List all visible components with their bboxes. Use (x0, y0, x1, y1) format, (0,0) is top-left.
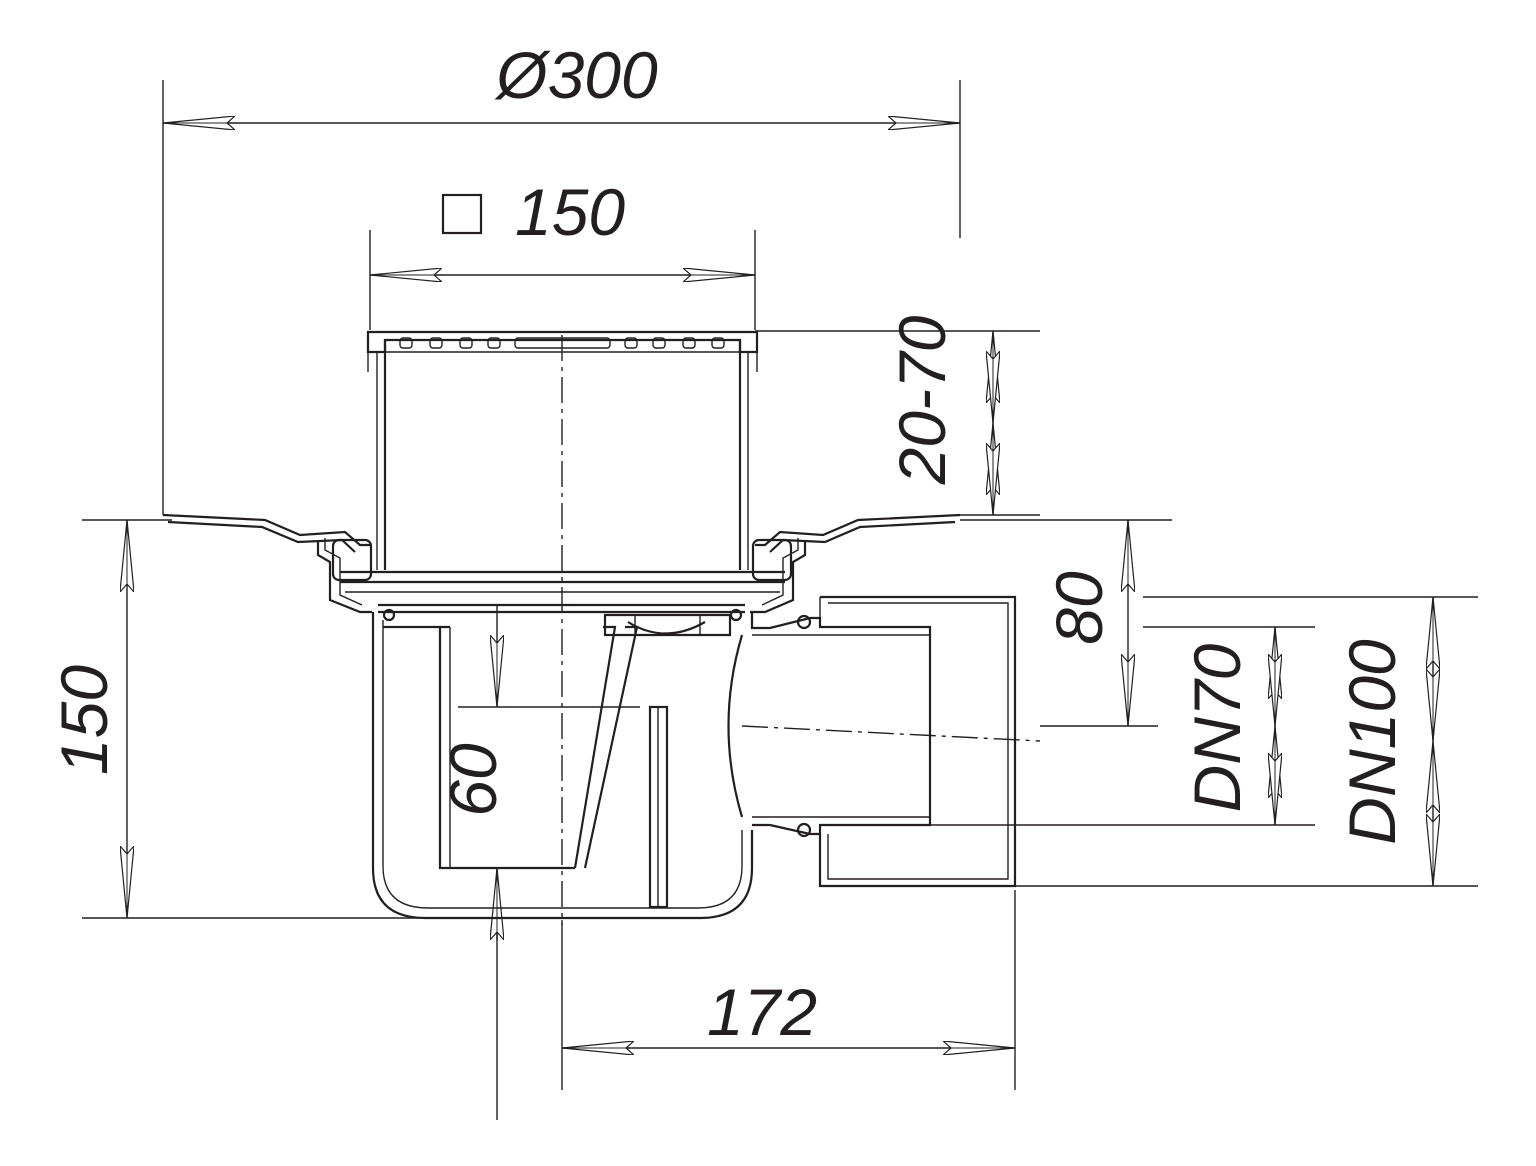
dimension-grate-150: 150 (369, 175, 756, 330)
outlet-pipe (727, 595, 1041, 888)
dimension-label-diameter: Ø300 (494, 38, 658, 112)
dimension-label-outlet-height: 80 (1042, 571, 1116, 645)
drain-body (162, 330, 1041, 925)
dimension-label-grate: 150 (515, 175, 625, 249)
dimension-total-height-150: 150 (47, 519, 420, 919)
dimension-diameter-300: Ø300 (162, 38, 961, 515)
dimension-outlet-height-80: 80 (960, 519, 1172, 727)
grate-slots (399, 337, 725, 349)
dimension-water-seal-60: 60 (436, 605, 640, 1120)
dimension-label-height-adjust: 20-70 (885, 315, 959, 485)
dimension-label-outlet-offset: 172 (707, 975, 817, 1049)
drain-flange (162, 513, 961, 614)
square-symbol-icon (441, 193, 483, 235)
outlet-center-line (741, 725, 1041, 742)
dimension-outlet-offset-172: 172 (561, 890, 1016, 1090)
dimension-label-dn70: DN70 (1180, 643, 1254, 812)
dimension-height-20-70: 20-70 (755, 315, 1040, 516)
grate-frame (366, 330, 759, 570)
trap-bowl (371, 612, 754, 920)
dimension-dn70: DN70 (930, 626, 1315, 826)
dimension-label-water-seal: 60 (436, 743, 510, 817)
dimension-label-total-height: 150 (47, 665, 121, 775)
dimension-label-dn100: DN100 (1335, 639, 1409, 845)
dimension-dn100: DN100 (1015, 596, 1478, 887)
